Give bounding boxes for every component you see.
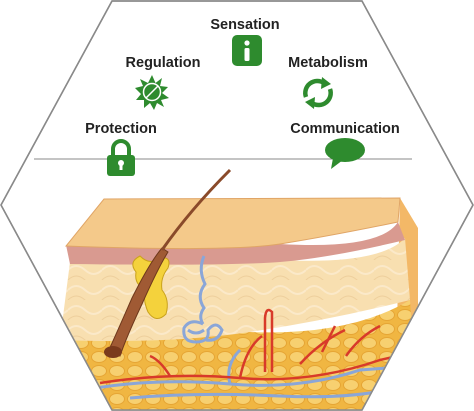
recycle-icon [303, 77, 333, 109]
hair-follicle [107, 247, 169, 357]
sun-icon [135, 75, 169, 110]
hair-shaft [160, 168, 232, 251]
sensation-label: Sensation [210, 17, 279, 33]
arteries [99, 308, 416, 385]
regulation-label: Regulation [126, 55, 201, 71]
skin-cross-section [60, 168, 418, 410]
sweat-gland [182, 255, 224, 344]
info-icon [232, 35, 262, 66]
speech-bubble-icon [325, 138, 365, 169]
padlock-icon [107, 139, 135, 176]
communication-label: Communication [290, 121, 400, 137]
metabolism-label: Metabolism [288, 55, 368, 71]
epidermis-layer [66, 198, 400, 249]
protection-label: Protection [85, 121, 157, 137]
